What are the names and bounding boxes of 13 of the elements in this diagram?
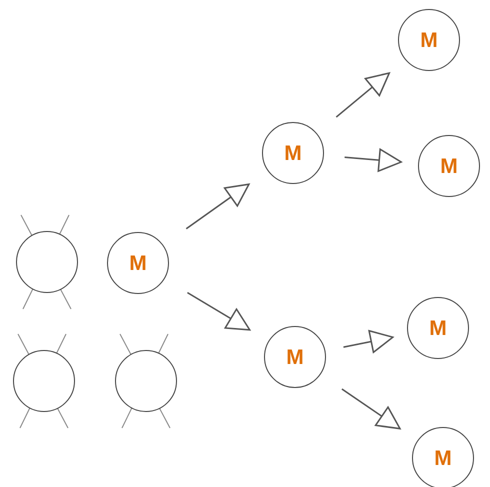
node-label: M [129,252,147,274]
node-label: M [440,156,458,176]
arrow [186,184,250,230]
node-label: M [286,346,304,368]
arrow [341,388,401,430]
node-label: M [434,448,452,468]
arrow [344,148,402,172]
arrow [187,292,250,331]
arrow [343,330,394,354]
node-label: M [284,142,302,164]
arrow [336,72,390,118]
node-label: M [429,318,447,338]
node-label: M [420,30,438,50]
